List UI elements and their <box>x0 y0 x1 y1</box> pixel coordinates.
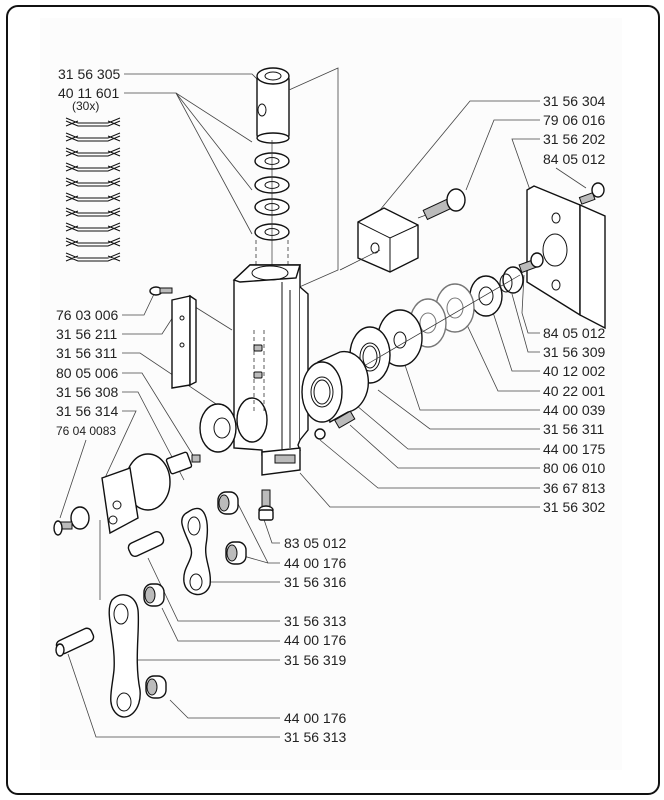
label-84-05-012-top: 84 05 012 <box>543 151 605 167</box>
label-31-56-202: 31 56 202 <box>543 131 605 147</box>
label-80-06-010: 80 06 010 <box>543 460 605 476</box>
part-link-31-56-316 <box>127 491 247 596</box>
label-31-56-311-left: 31 56 311 <box>56 345 117 361</box>
part-link-31-56-319 <box>55 583 167 718</box>
spring-washer <box>65 132 121 142</box>
part-washers <box>254 140 290 280</box>
spring-washer <box>65 177 121 187</box>
label-31-56-311-right: 31 56 311 <box>543 421 604 437</box>
label-40-11-601: 40 11 601 <box>58 85 119 101</box>
label-31-56-313-a: 31 56 313 <box>284 613 346 629</box>
label-40-22-001: 40 22 001 <box>543 383 605 399</box>
label-44-00-176-c: 44 00 176 <box>284 710 346 726</box>
label-44-00-039: 44 00 039 <box>543 402 605 418</box>
part-washer-train <box>339 266 524 384</box>
spring-washer-stack <box>65 117 121 262</box>
label-44-00-175: 44 00 175 <box>543 441 605 457</box>
label-31-56-314: 31 56 314 <box>56 403 118 419</box>
label-83-05-012: 83 05 012 <box>284 535 346 551</box>
spring-washer <box>65 192 121 202</box>
part-screw-79-06-016 <box>417 188 466 221</box>
part-crank-hub <box>53 451 193 536</box>
part-block-31-56-304 <box>339 207 419 273</box>
label-31-56-304: 31 56 304 <box>543 93 605 109</box>
label-36-67-813: 36 67 813 <box>543 480 605 496</box>
label-40-12-002: 40 12 002 <box>543 363 605 379</box>
label-31-56-313-b: 31 56 313 <box>284 729 346 745</box>
part-plate-31-56-202 <box>518 182 606 330</box>
label-31-56-316: 31 56 316 <box>284 574 346 590</box>
label-31-56-308: 31 56 308 <box>56 384 118 400</box>
label-44-00-176-b: 44 00 176 <box>284 632 346 648</box>
label-44-00-176-a: 44 00 176 <box>284 555 346 571</box>
spring-washer <box>65 222 121 232</box>
part-main-column <box>232 264 309 476</box>
label-31-56-302: 31 56 302 <box>543 499 605 515</box>
spring-washer <box>65 207 121 217</box>
label-79-06-016: 79 06 016 <box>543 112 605 128</box>
label-31-56-309: 31 56 309 <box>543 344 605 360</box>
label-76-04-0083: 76 04 0083 <box>56 424 116 438</box>
part-screw-83-05-012 <box>258 489 274 521</box>
part-top-bolt <box>256 67 290 144</box>
label-84-05-012: 84 05 012 <box>543 325 605 341</box>
label-31-56-305: 31 56 305 <box>58 66 120 82</box>
label-76-03-006: 76 03 006 <box>56 307 118 323</box>
spring-washer <box>65 162 121 172</box>
spring-washer <box>65 117 121 127</box>
spring-washer <box>65 237 121 247</box>
label-31-56-211: 31 56 211 <box>56 326 117 342</box>
label-31-56-319: 31 56 319 <box>284 652 346 668</box>
part-roller <box>301 350 369 424</box>
part-plate-31-56-211 <box>149 286 197 389</box>
spring-washer <box>65 147 121 157</box>
part-set-screw <box>314 410 356 440</box>
label-80-05-006: 80 05 006 <box>56 365 118 381</box>
label-spring-count: (30x) <box>72 99 99 113</box>
spring-washer <box>65 252 121 262</box>
part-washer-left <box>191 403 237 463</box>
